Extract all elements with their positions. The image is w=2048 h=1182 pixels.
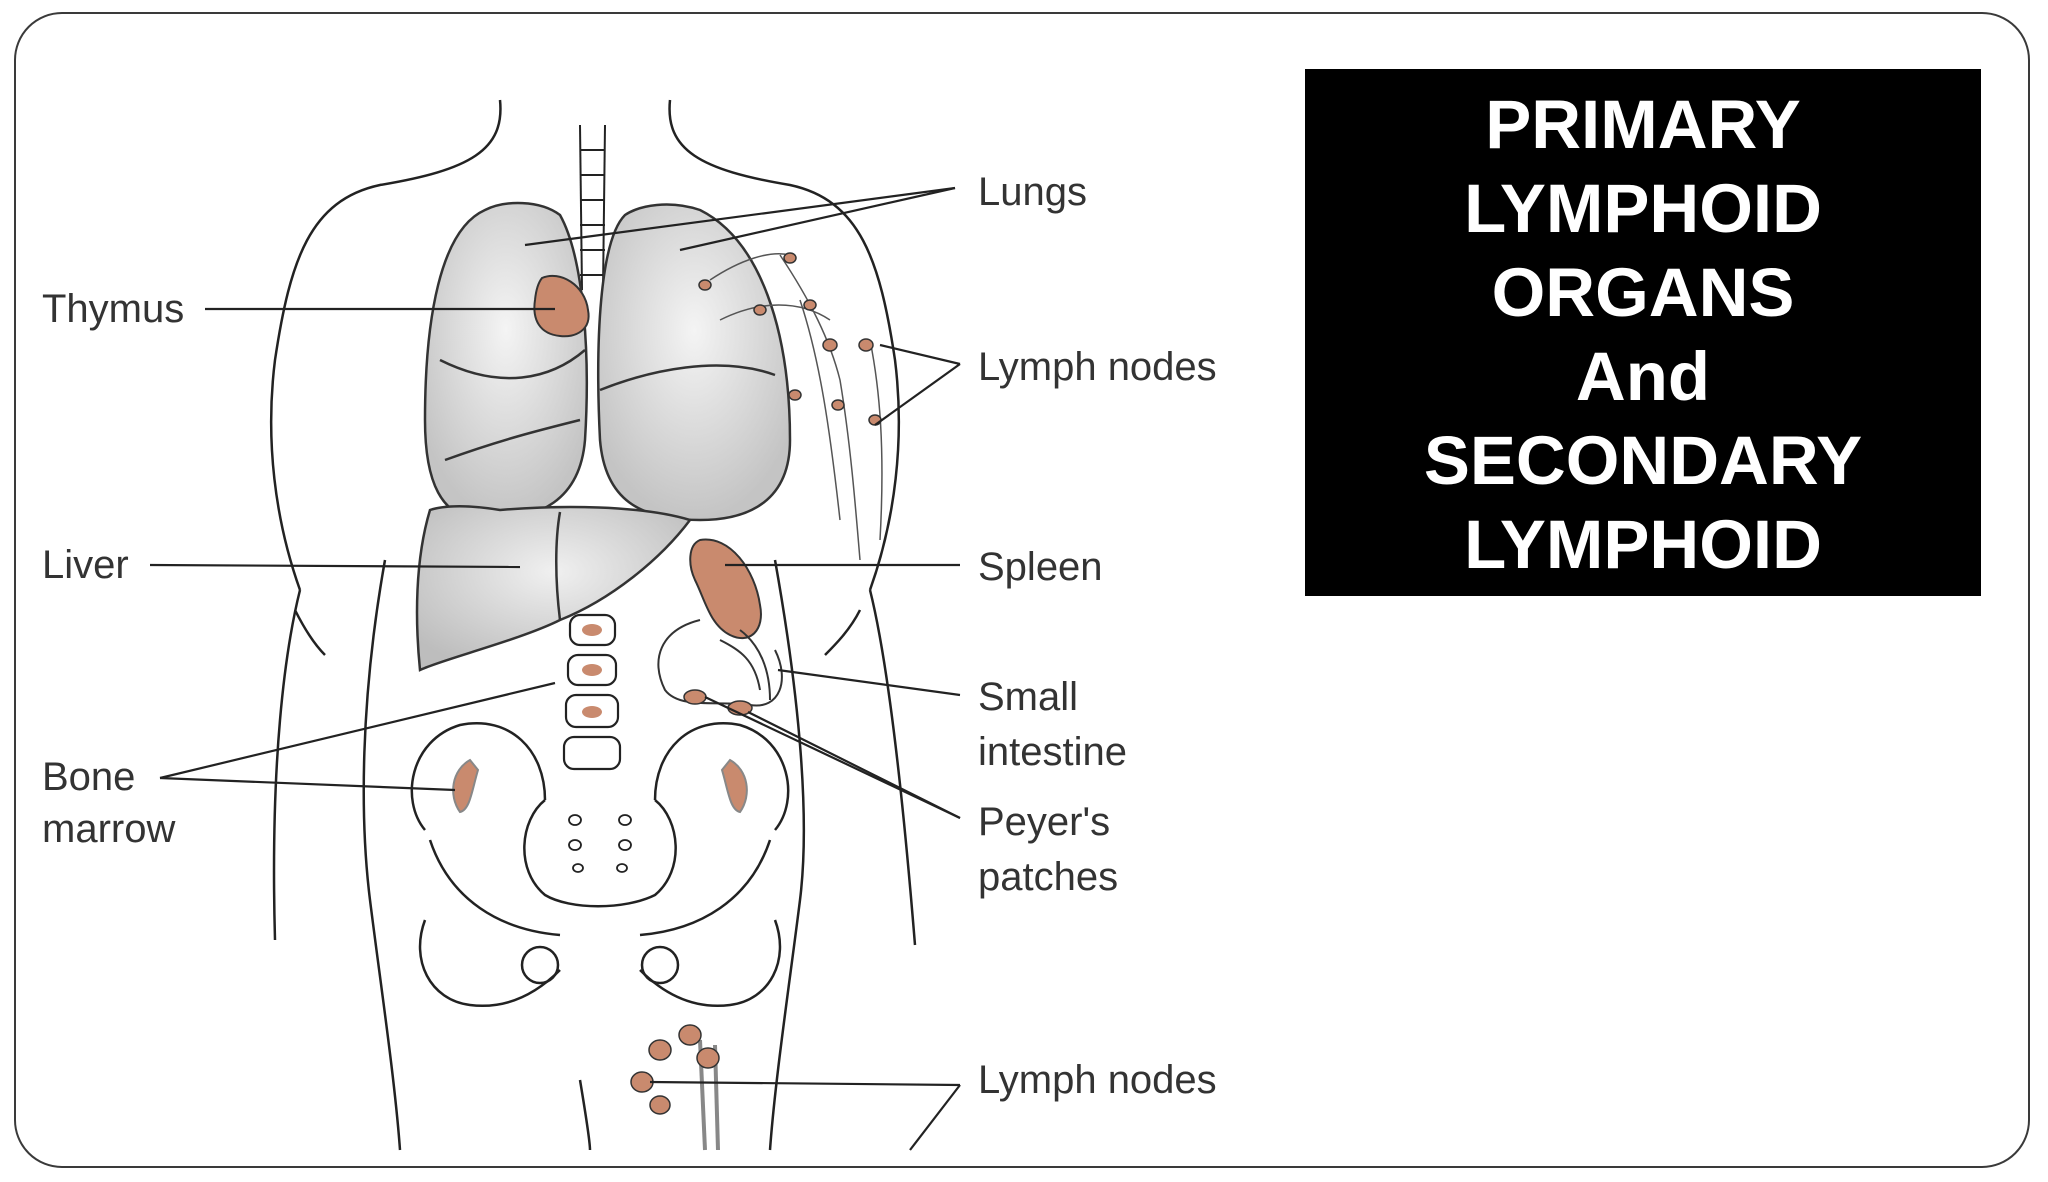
body-outline: [269, 99, 917, 1151]
pelvis: [410, 722, 790, 1008]
label-thymus: Thymus: [42, 287, 184, 331]
label-bone-marrow-1: Bone: [42, 755, 135, 799]
label-peyers-patches-1: Peyer's: [978, 800, 1110, 844]
title-line-1: PRIMARY: [1485, 86, 1801, 163]
title-line-2: LYMPHOID: [1464, 170, 1822, 247]
slide-frame: [14, 12, 2030, 1168]
spleen-organ: [689, 538, 762, 640]
bone-marrow-spots-pelvis: [452, 758, 748, 814]
spine: [562, 613, 622, 771]
label-lungs: Lungs: [978, 170, 1087, 214]
small-intestine: [657, 619, 783, 707]
thymus-organ: [533, 274, 590, 338]
title-line-3: ORGANS: [1491, 254, 1795, 331]
lungs: [423, 201, 792, 522]
bone-marrow-spots-spine: [582, 624, 602, 718]
label-peyers-patches-2: patches: [978, 855, 1118, 899]
peyers-patch-spots: [683, 689, 753, 716]
title-box: PRIMARY LYMPHOID ORGANS And SECONDARY LY…: [1305, 69, 1981, 596]
label-spleen: Spleen: [978, 545, 1103, 589]
inguinal-lymph-nodes: [630, 1024, 720, 1115]
label-lymph-nodes-lower: Lymph nodes: [978, 1058, 1217, 1102]
leader-lines: [149, 186, 961, 1151]
trachea: [579, 124, 606, 291]
label-liver: Liver: [42, 543, 129, 587]
axillary-lymph-vessels: [709, 253, 883, 561]
title-line-6: LYMPHOID: [1464, 506, 1822, 583]
label-bone-marrow-2: marrow: [42, 807, 175, 851]
diagram-labels: Lungs Thymus Lymph nodes Liver Spleen Sm…: [42, 170, 1217, 1102]
liver: [415, 505, 693, 672]
title-line-5: SECONDARY: [1423, 422, 1863, 499]
label-small-intestine-1: Small: [978, 675, 1078, 719]
label-lymph-nodes-upper: Lymph nodes: [978, 345, 1217, 389]
axillary-lymph-nodes: [698, 252, 882, 426]
title-line-4: And: [1575, 338, 1711, 415]
sacrum-holes: [568, 814, 632, 873]
label-small-intestine-2: intestine: [978, 730, 1127, 774]
